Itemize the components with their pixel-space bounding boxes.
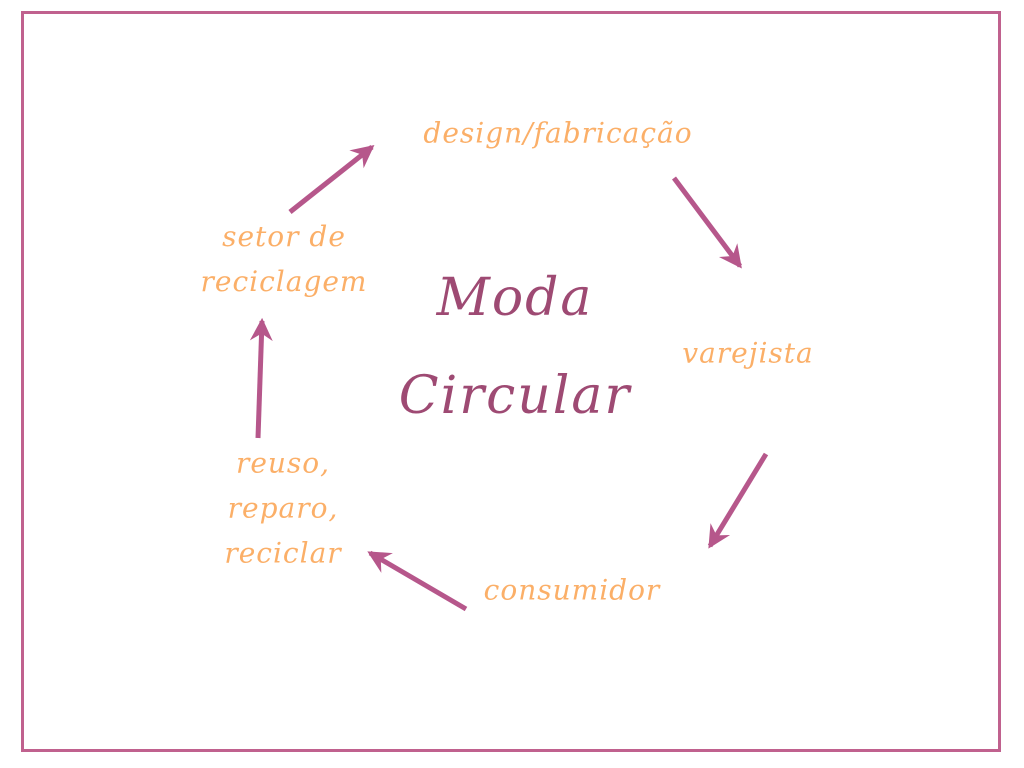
node-reuso-line2: reparo,	[227, 491, 339, 525]
node-setor-line2: reciclagem	[200, 265, 368, 298]
node-varejista: varejista	[682, 336, 814, 370]
node-consumidor: consumidor	[483, 573, 661, 607]
node-setor-de-reciclagem: setor de reciclagem	[201, 214, 368, 304]
node-design-fabricacao: design/fabricação	[423, 116, 693, 150]
node-reuso-line1: reuso,	[235, 446, 331, 480]
page-border-frame	[21, 11, 1001, 752]
diagram-title: Moda Circular	[399, 249, 631, 445]
diagram-title-line2: Circular	[398, 366, 632, 426]
node-setor-line1: setor de	[222, 220, 346, 253]
node-reuso-line3: reciclar	[224, 536, 342, 570]
node-reuso-reparo-reciclar: reuso, reparo, reciclar	[224, 441, 341, 576]
diagram-title-line1: Moda	[436, 268, 594, 328]
